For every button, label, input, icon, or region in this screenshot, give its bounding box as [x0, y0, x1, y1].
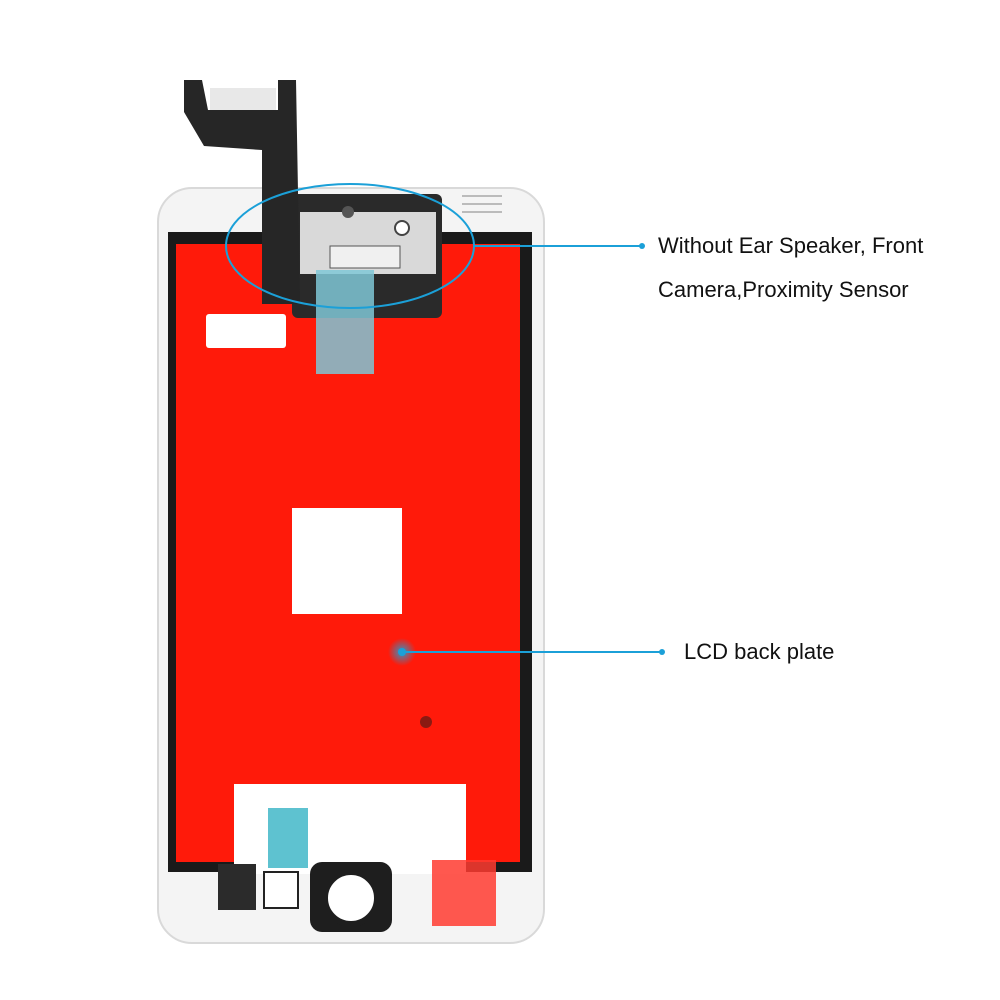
home-button-ring	[322, 869, 380, 927]
red-pad-bottom-right	[432, 860, 496, 926]
white-label-center	[292, 508, 402, 614]
speaker-grill	[462, 195, 502, 213]
blue-tape-bottom	[268, 808, 308, 868]
dark-dot	[420, 716, 432, 728]
leader-dot-top	[639, 243, 645, 249]
bracket-hole-2	[394, 220, 410, 236]
callout-lcd-back-plate: LCD back plate	[684, 639, 835, 664]
bracket-hole	[342, 206, 354, 218]
qr-sticker	[263, 871, 299, 909]
bracket-chip	[329, 245, 401, 269]
callout-top-line2: Camera,Proximity Sensor	[658, 277, 909, 302]
callout-top-line1: Without Ear Speaker, Front	[658, 233, 924, 258]
flex-connector	[210, 88, 276, 110]
blue-tape-top	[316, 270, 374, 374]
black-pad-bottom-left	[218, 864, 256, 910]
callout-top-components: Without Ear Speaker, Front Camera,Proxim…	[658, 224, 923, 312]
white-label-top-left	[206, 314, 286, 348]
leader-dot-lcd	[659, 649, 665, 655]
flex-cable	[184, 80, 300, 304]
